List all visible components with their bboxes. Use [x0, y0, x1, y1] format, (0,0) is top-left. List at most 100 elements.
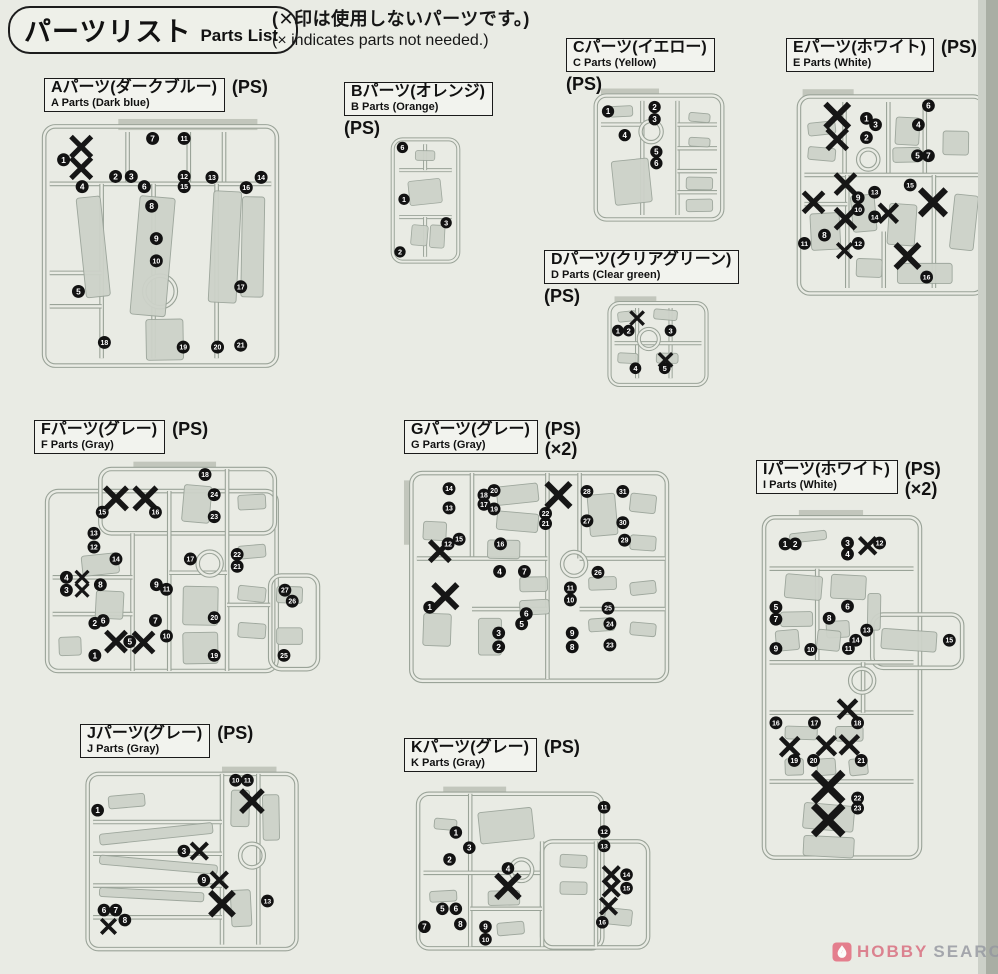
svg-text:1: 1 [616, 326, 620, 335]
not-needed-x-mark [104, 629, 128, 654]
molded-part [629, 580, 657, 596]
svg-text:14: 14 [852, 638, 860, 645]
runner-f-callout-15: 15 [95, 505, 109, 519]
not-needed-x-mark [544, 481, 573, 510]
runner-k-callout-15: 15 [620, 881, 633, 895]
runner-i-callout-4: 4 [841, 547, 854, 561]
not-needed-x-mark [69, 134, 94, 159]
svg-text:1: 1 [95, 806, 100, 815]
runner-g-callout-14: 14 [442, 482, 456, 496]
molded-part [496, 920, 525, 937]
svg-text:25: 25 [280, 653, 288, 660]
runner-i-label: Iパーツ(ホワイト) I Parts (White) (PS)(×2) [756, 459, 941, 500]
svg-text:18: 18 [480, 493, 488, 500]
svg-text:24: 24 [210, 492, 218, 499]
molded-part [779, 611, 814, 628]
svg-text:17: 17 [811, 720, 819, 727]
runner-k-callout-1: 1 [449, 826, 463, 839]
runner-f-callout-8: 8 [93, 578, 107, 592]
svg-text:3: 3 [873, 121, 878, 130]
svg-text:2: 2 [864, 134, 869, 143]
runner-g-callout-30: 30 [616, 516, 630, 530]
svg-text:12: 12 [600, 829, 608, 836]
molded-part [617, 352, 639, 365]
svg-text:6: 6 [102, 906, 107, 915]
svg-text:5: 5 [774, 603, 779, 612]
runner-a-callout-3: 3 [124, 169, 138, 183]
svg-text:22: 22 [854, 796, 862, 803]
runner-g-callout-10: 10 [563, 593, 577, 607]
svg-text:9: 9 [856, 194, 861, 203]
svg-text:4: 4 [845, 550, 850, 559]
runner-g-callout-27: 27 [580, 514, 594, 528]
runner-f-callout-3: 3 [59, 583, 73, 597]
runner-d-callout-1: 1 [612, 324, 624, 337]
molded-part [495, 482, 540, 506]
svg-text:5: 5 [440, 905, 445, 914]
legend-note: (✕印は使用しないパーツです。) (× indicates parts not … [272, 5, 530, 50]
svg-text:2: 2 [447, 855, 452, 864]
svg-text:7: 7 [522, 567, 527, 576]
svg-text:14: 14 [112, 556, 120, 563]
molded-part [807, 146, 837, 162]
runner-k-callout-6: 6 [449, 902, 463, 916]
runner-f-callout-27: 27 [278, 583, 292, 597]
runner-b-callout-3: 3 [440, 217, 452, 229]
svg-text:28: 28 [583, 489, 591, 496]
svg-text:30: 30 [619, 520, 627, 527]
runner-g-callout-5: 5 [515, 617, 529, 631]
molded-part [685, 198, 714, 213]
svg-text:16: 16 [152, 510, 160, 517]
svg-text:15: 15 [180, 184, 188, 191]
not-needed-x-mark [893, 242, 922, 271]
runner-j-material-group: (PS) [217, 723, 253, 744]
runner-g-sprue: 1 2 3 4 5 6 7 8 9 10 11 12 13 1 [403, 470, 670, 684]
runner-g-multiplier: (×2) [544, 438, 578, 459]
svg-text:17: 17 [480, 502, 488, 509]
svg-text:19: 19 [210, 653, 218, 660]
sprue-gate-tab [443, 786, 507, 796]
runner-g-callout-1: 1 [423, 600, 437, 614]
molded-part [802, 834, 855, 859]
not-needed-x-mark [629, 310, 645, 326]
runner-e-callout-5: 5 [911, 149, 924, 163]
runner-g-callout-7: 7 [517, 564, 531, 578]
runner-i-callout-7: 7 [769, 612, 783, 626]
hobbysearch-logo-icon [832, 942, 852, 962]
runner-k-callout-12: 12 [597, 825, 611, 838]
svg-text:6: 6 [845, 602, 850, 611]
runner-a-callout-9: 9 [149, 232, 163, 246]
svg-text:7: 7 [114, 906, 119, 915]
runner-f-callout-16: 16 [149, 505, 162, 519]
molded-part [866, 592, 882, 631]
not-needed-x-mark [857, 536, 878, 556]
svg-text:17: 17 [237, 284, 245, 291]
molded-part [629, 621, 657, 638]
runner-g-label: Gパーツ(グレー) G Parts (Gray) (PS)(×2) [404, 419, 581, 460]
runner-e-callout-8: 8 [818, 228, 831, 242]
svg-text:12: 12 [854, 241, 862, 248]
molded-part [240, 196, 266, 298]
runner-j-label-box: Jパーツ(グレー) J Parts (Gray) [80, 724, 211, 759]
molded-part [653, 308, 678, 321]
svg-text:26: 26 [288, 599, 296, 606]
svg-text:13: 13 [208, 175, 216, 182]
page-title-jp: パーツリスト [24, 17, 192, 47]
svg-text:21: 21 [233, 564, 241, 571]
svg-text:13: 13 [445, 505, 453, 512]
molded-part [880, 627, 938, 653]
runner-c-name-jp: Cパーツ(イエロー) [573, 39, 707, 56]
not-needed-x-mark [239, 788, 265, 814]
molded-part [422, 612, 452, 647]
svg-text:2: 2 [496, 643, 501, 652]
runner-c-callout-5: 5 [650, 145, 663, 158]
svg-text:29: 29 [621, 538, 629, 545]
molded-part [207, 190, 243, 304]
svg-text:3: 3 [496, 629, 501, 638]
molded-part [610, 157, 653, 206]
svg-text:4: 4 [497, 567, 502, 576]
not-needed-x-mark [99, 917, 118, 935]
svg-text:27: 27 [281, 588, 289, 595]
runner-d-callout-5: 5 [658, 362, 671, 375]
runner-e-material: (PS) [941, 37, 978, 57]
